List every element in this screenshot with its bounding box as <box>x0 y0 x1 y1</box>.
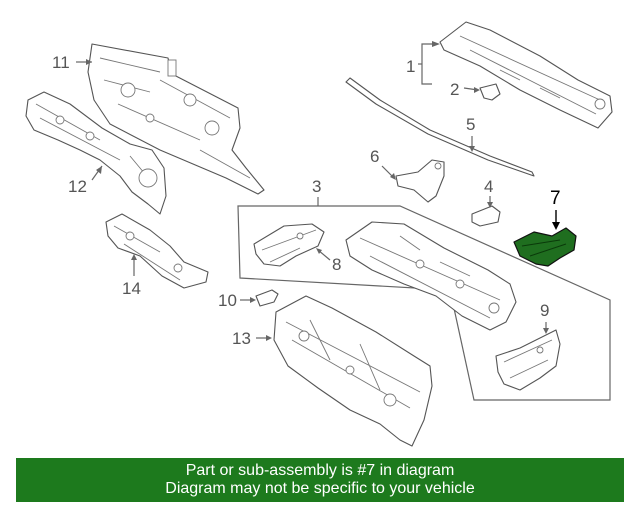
callout-2: 2 <box>450 80 480 99</box>
callout-14: 14 <box>122 254 141 298</box>
callout-4: 4 <box>484 177 493 208</box>
callout-13: 13 <box>232 329 272 348</box>
svg-text:7: 7 <box>550 188 561 209</box>
part-3-assembly-box <box>237 205 611 401</box>
part-13-dash-insulator[interactable] <box>273 295 433 447</box>
callout-7: 7 <box>550 188 561 230</box>
part-8-bracket[interactable] <box>253 223 325 267</box>
part-7-highlighted[interactable] <box>513 227 577 267</box>
part-3-cowl-inner[interactable] <box>345 221 517 331</box>
svg-text:13: 13 <box>232 329 251 348</box>
svg-text:14: 14 <box>122 279 141 298</box>
svg-text:2: 2 <box>450 80 459 99</box>
callout-3: 3 <box>312 177 321 206</box>
part-10-small-bracket[interactable] <box>255 289 279 307</box>
banner-line-2: Diagram may not be specific to your vehi… <box>165 480 475 497</box>
part-5-weatherstrip[interactable] <box>345 77 535 177</box>
part-7-shape <box>513 227 577 267</box>
callout-5: 5 <box>466 115 475 152</box>
svg-text:8: 8 <box>332 255 341 274</box>
part-6-bracket[interactable] <box>395 159 445 203</box>
svg-text:6: 6 <box>370 147 379 166</box>
part-1-cowl-panel[interactable] <box>439 21 613 129</box>
callout-1: 1 <box>406 41 440 85</box>
svg-text:4: 4 <box>484 177 493 196</box>
exploded-parts-diagram: 11 12 14 1 <box>25 21 613 447</box>
part-2-clip[interactable] <box>479 83 501 101</box>
callout-8: 8 <box>316 248 341 274</box>
svg-text:5: 5 <box>466 115 475 134</box>
part-11-dash-panel[interactable] <box>87 43 265 195</box>
svg-text:10: 10 <box>218 291 237 310</box>
svg-text:9: 9 <box>540 301 549 320</box>
part-14-bracket[interactable] <box>105 213 209 289</box>
part-12-brace[interactable] <box>25 91 167 215</box>
disclaimer-banner: Part or sub-assembly is #7 in diagram Di… <box>16 458 624 502</box>
svg-text:12: 12 <box>68 177 87 196</box>
part-4-plate[interactable] <box>471 205 501 227</box>
part-9-bracket[interactable] <box>495 329 561 391</box>
callout-10: 10 <box>218 291 256 310</box>
callout-11: 11 <box>52 53 92 72</box>
callout-9: 9 <box>540 301 549 334</box>
svg-text:11: 11 <box>52 53 70 72</box>
callout-6: 6 <box>370 147 396 180</box>
banner-line-1: Part or sub-assembly is #7 in diagram <box>185 462 455 479</box>
svg-text:1: 1 <box>406 57 415 76</box>
svg-text:3: 3 <box>312 177 321 196</box>
callout-12: 12 <box>68 165 103 196</box>
